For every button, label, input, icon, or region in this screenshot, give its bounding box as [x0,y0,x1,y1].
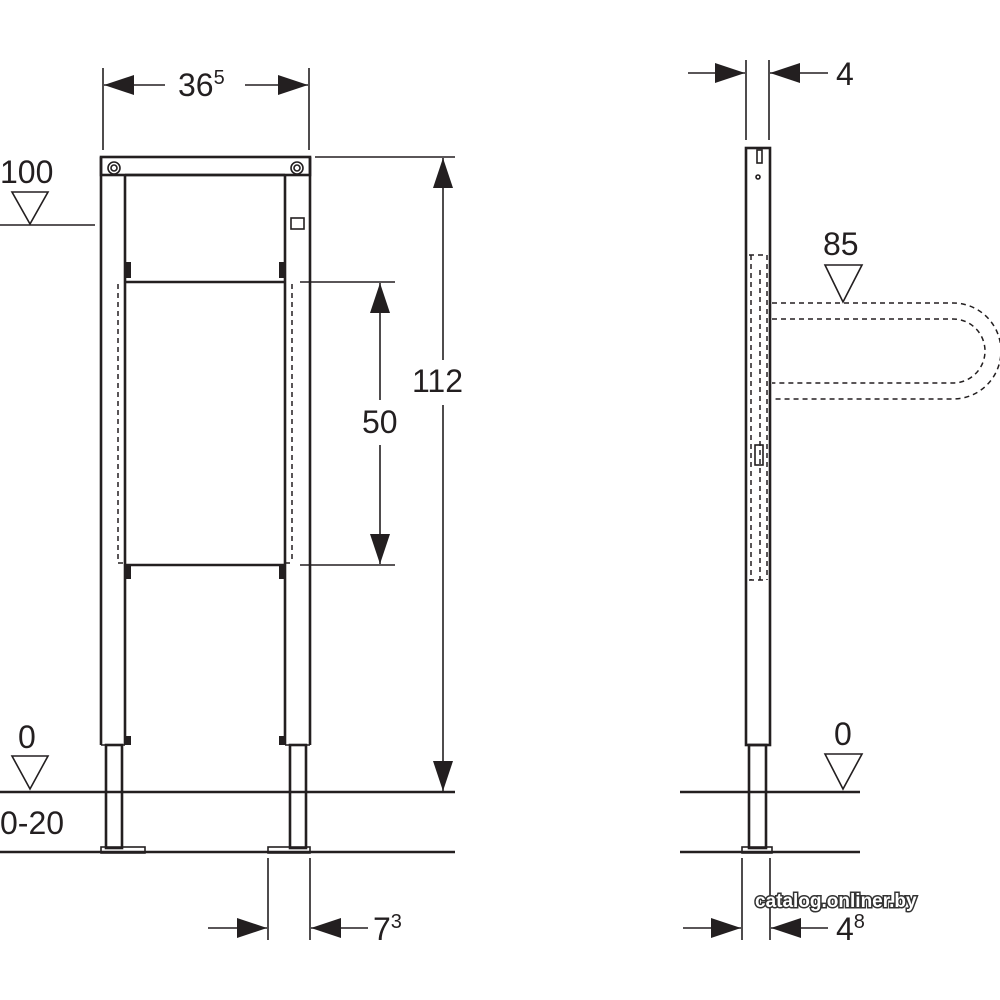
level-mark-0-side: 0 [823,716,864,791]
adjust-range-value: 0-20 [0,805,64,841]
dimension-depth-top: 4 [688,56,854,140]
height-value: 112 [412,363,463,399]
width-sup: 5 [214,67,225,89]
dimension-width: 365 [102,67,310,150]
level-floor-value: 0 [18,719,36,755]
frame-front [99,155,312,854]
svg-text:48: 48 [836,911,865,947]
svg-text:73: 73 [373,911,402,947]
level-pipe-value: 85 [823,226,859,262]
width-value: 36 [178,67,214,103]
front-view: 365 112 50 100 0 0-20 [0,67,463,947]
level-mark-100: 100 [0,154,95,226]
depth-bottom-value: 4 [836,911,854,947]
level-mark-0-front: 0 0-20 [0,719,64,841]
watermark: catalog.onliner.by [755,891,917,912]
frame-side [741,146,773,854]
dimension-leg-width: 73 [208,858,402,947]
depth-bottom-sup: 8 [854,911,865,933]
level-mark-85: 85 [823,226,864,304]
leg-width-value: 7 [373,911,391,947]
level-top-value: 100 [0,154,53,190]
dimension-height: 112 [315,156,463,791]
side-view: 4 85 0 48 catalog.onliner.by [680,56,1000,947]
depth-top-value: 4 [836,56,854,92]
opening-value: 50 [362,404,398,440]
level-triangle-icon [10,755,50,791]
leg-width-sup: 3 [391,911,402,933]
pipe-outline [772,302,1000,400]
dimension-opening: 50 [300,281,398,566]
level-triangle-icon [823,753,864,791]
level-floor-side-value: 0 [834,716,852,752]
level-triangle-icon [823,264,864,304]
svg-text:365: 365 [178,67,225,103]
level-triangle-icon [10,191,50,226]
dimension-depth-bottom: 48 [683,858,865,947]
